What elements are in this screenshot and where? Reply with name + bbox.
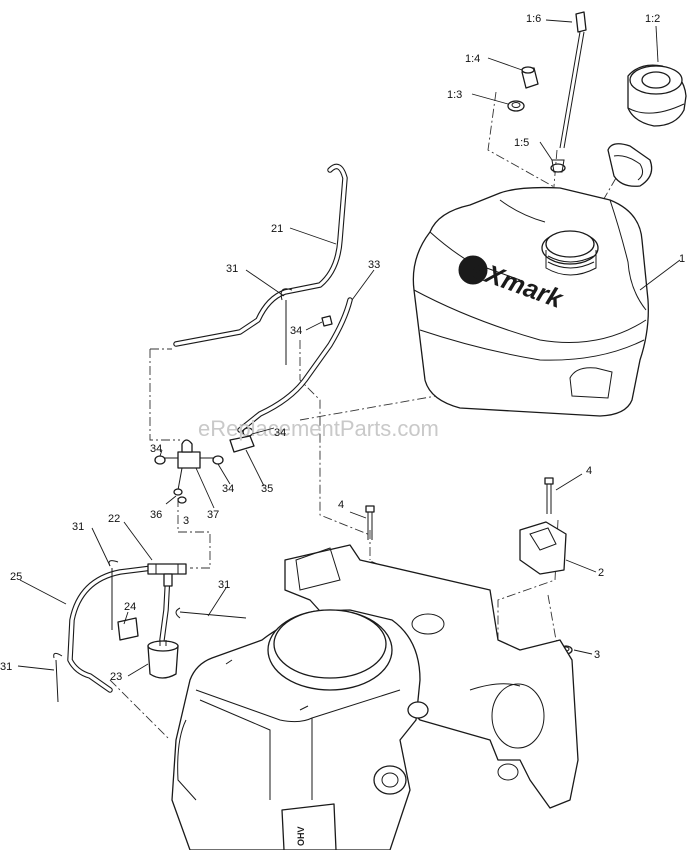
callout-31c: 31 xyxy=(72,521,84,533)
tank-bracket-2 xyxy=(519,521,567,575)
callout-24: 24 xyxy=(124,601,136,613)
fuel-hose-25 xyxy=(67,565,155,693)
callout-1-2: 1:2 xyxy=(645,13,660,25)
callout-3b: 3 xyxy=(594,649,600,661)
tee-fitting xyxy=(147,563,187,587)
callout-22: 22 xyxy=(108,513,120,525)
callout-31d: 31 xyxy=(0,661,12,673)
callout-34c: 34 xyxy=(222,483,234,495)
callout-3a: 3 xyxy=(183,515,189,527)
callout-labels: 1:6 1:2 1:4 1:3 1:5 1 21 31 33 34 34 34 … xyxy=(0,13,685,683)
callout-34a: 34 xyxy=(290,325,302,337)
callout-1-3: 1:3 xyxy=(447,89,462,101)
callout-31a: 31 xyxy=(226,263,238,275)
callout-4a: 4 xyxy=(338,499,344,511)
nut-3a xyxy=(177,496,187,504)
screw-4b xyxy=(544,477,554,514)
fuel-hose-21 xyxy=(173,163,348,347)
hose-clamp-34a xyxy=(321,315,333,327)
callout-31b: 31 xyxy=(218,579,230,591)
fuel-valve xyxy=(164,435,255,496)
fuel-tank: eXmark xyxy=(412,186,649,417)
callout-33: 33 xyxy=(368,259,380,271)
callout-34d: 34 xyxy=(274,427,286,439)
leader-lines xyxy=(17,19,681,677)
hose-clamp-34c xyxy=(212,455,224,465)
cable-tie-31d xyxy=(53,652,63,703)
callout-2: 2 xyxy=(598,567,604,579)
vent-tube xyxy=(550,11,587,173)
callout-34b: 34 xyxy=(150,443,162,455)
callout-25: 25 xyxy=(10,571,22,583)
callout-21: 21 xyxy=(271,223,283,235)
engine: OHV xyxy=(171,609,429,850)
callout-36: 36 xyxy=(150,509,162,521)
fuel-filter xyxy=(147,640,179,679)
cable-tie-31a xyxy=(280,288,293,365)
callout-1-5: 1:5 xyxy=(514,137,529,149)
fuel-cap xyxy=(607,64,687,187)
callout-37: 37 xyxy=(207,509,219,521)
callout-1: 1 xyxy=(679,253,685,265)
watermark: eReplacementParts.com xyxy=(198,416,439,441)
callout-1-6: 1:6 xyxy=(526,13,541,25)
callout-4b: 4 xyxy=(586,465,592,477)
fitting-1-4 xyxy=(521,66,539,89)
fuel-hose-33 xyxy=(237,297,353,433)
callout-35: 35 xyxy=(261,483,273,495)
callout-1-4: 1:4 xyxy=(465,53,480,65)
hose-clamp-34b xyxy=(154,455,166,465)
grommet-1-3 xyxy=(507,100,525,112)
engine-badge: OHV xyxy=(296,826,306,846)
clip xyxy=(117,617,139,641)
cable-tie-31b xyxy=(175,607,247,619)
screw-4a xyxy=(365,505,375,540)
callout-23: 23 xyxy=(110,671,122,683)
